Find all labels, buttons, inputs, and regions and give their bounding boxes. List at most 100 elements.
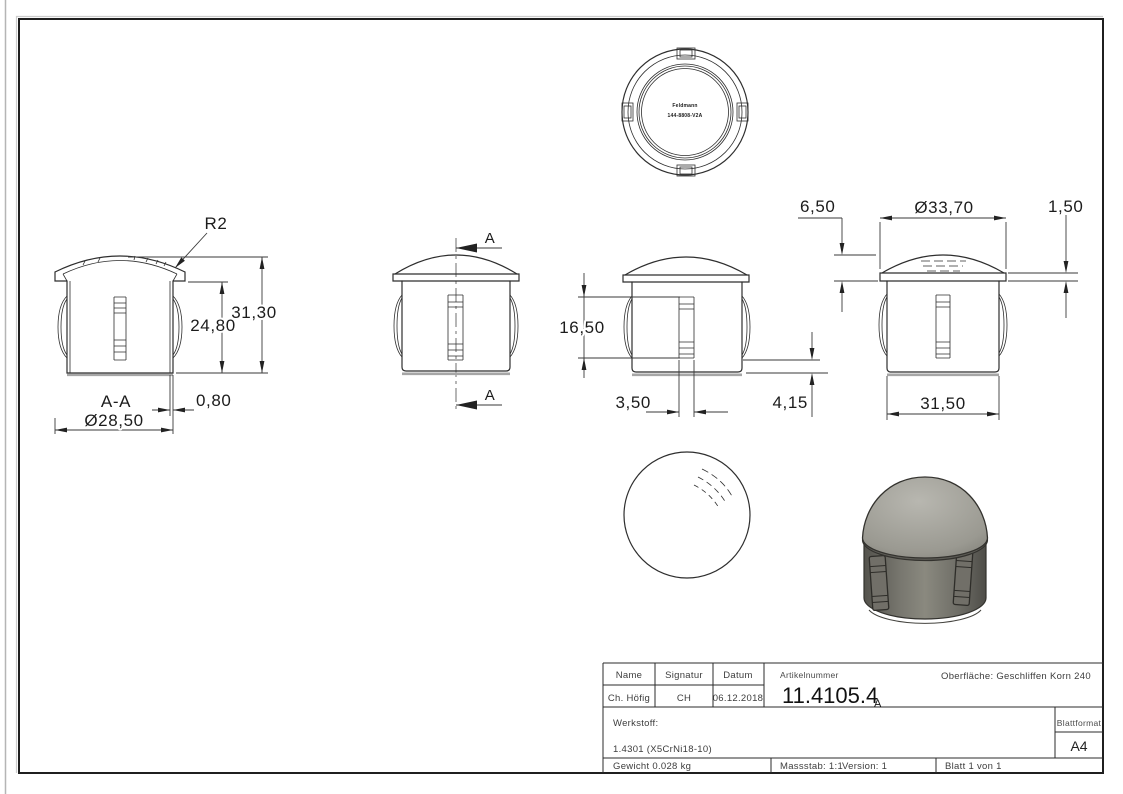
dim-650-lines	[798, 217, 878, 312]
top-view: Feldmann 144-8808-V2A	[621, 47, 749, 177]
section-slot	[113, 296, 127, 361]
dim-label-3130: 31,30	[231, 303, 277, 322]
front-spring-clips	[393, 294, 519, 358]
dim-label-650: 6,50	[800, 197, 836, 216]
dim-350-lines	[646, 360, 728, 417]
value-name: Ch. Höfig	[608, 693, 650, 704]
dim-3150-arrow-right	[987, 411, 999, 417]
rear-view: 6,50 Ø33,70 1,50 31,50	[798, 195, 1085, 420]
dim-label-3370: Ø33,70	[914, 198, 973, 217]
cut-label-bottom: A	[485, 387, 496, 404]
dim-350-arrow-left	[667, 409, 679, 415]
clip-north-inner	[679, 49, 693, 58]
cut-arrow-top-head	[456, 243, 477, 253]
gewicht-text: Gewicht 0.028 kg	[613, 761, 691, 772]
dim-3130-arrow-bottom	[259, 361, 265, 373]
section-dome-inner	[62, 260, 178, 282]
clip-east-inner	[738, 105, 747, 119]
dim-3150-lines	[886, 376, 1000, 420]
clip-south-inner	[679, 166, 693, 175]
section-dome-outer	[54, 255, 186, 282]
header-name: Name	[616, 670, 643, 681]
dim-080-lines	[152, 375, 194, 434]
clip-west-inner	[623, 105, 632, 119]
dim-650-arrow-bottom	[839, 281, 845, 293]
blattformat-label: Blattformat	[1057, 718, 1102, 728]
sheet-frame	[4, 0, 1104, 794]
bottom-view-circle	[623, 451, 751, 579]
dim-label-r2: R2	[205, 214, 228, 233]
section-wall-inner-lines	[69, 281, 171, 373]
dim-150-lines	[1008, 215, 1078, 318]
iso-bottom-lip	[868, 609, 982, 624]
iso-clip-left	[868, 554, 890, 612]
version-text: Version: 1	[842, 761, 887, 772]
dim-2850-lines	[54, 418, 173, 434]
rear-slot	[935, 294, 951, 359]
oberflaeche-text: Oberfläche: Geschliffen Korn 240	[941, 671, 1091, 682]
clip-north	[676, 47, 696, 60]
section-view-aa: R2 24,80 31,30 A-A 0,80 Ø28,50	[54, 212, 278, 434]
side-spring-clips	[623, 295, 751, 359]
dim-label-150: 1,50	[1048, 197, 1084, 216]
rear-spring-clips	[878, 293, 1008, 357]
dim-label-415: 4,15	[773, 393, 809, 412]
side-slot	[678, 296, 695, 359]
artikelnummer-label: Artikelnummer	[780, 670, 839, 680]
rear-dome-vents	[921, 260, 966, 272]
dim-080-arrow-left	[158, 407, 170, 413]
bottom-view-arc-2	[697, 476, 727, 504]
border-frame	[18, 18, 1104, 774]
title-block: Name Signatur Datum Ch. Höfig CH 06.12.2…	[602, 662, 1103, 773]
dim-label-2480: 24,80	[190, 316, 236, 335]
dim-label-2850: Ø28,50	[84, 411, 143, 430]
dim-415-arrow-top	[809, 348, 815, 360]
werkstoff-label: Werkstoff:	[613, 718, 658, 729]
rear-brim	[879, 272, 1007, 282]
dim-2480-lines	[188, 281, 228, 373]
iso-3d-view	[861, 476, 989, 624]
dim-label-1650: 16,50	[559, 318, 605, 337]
side-view: 16,50 3,50 4,15	[557, 256, 828, 417]
top-view-circle-4	[638, 65, 732, 159]
iso-clip-right	[952, 549, 974, 607]
dim-label-080: 0,80	[196, 391, 232, 410]
header-signatur: Signatur	[665, 670, 703, 681]
dim-150-arrow-top	[1063, 261, 1069, 273]
iso-clip-right-bands	[953, 559, 973, 599]
section-dome-ticks	[82, 255, 167, 267]
artikelnummer-value: 11.4105.4	[782, 683, 878, 708]
value-datum: 06.12.2018	[713, 693, 764, 704]
side-dome	[624, 256, 748, 276]
dim-650-arrow-top	[839, 243, 845, 255]
dim-3370-arrow-right	[994, 215, 1006, 221]
frame-shadow	[15, 15, 1103, 773]
dim-3370-lines	[879, 217, 1007, 269]
dim-3130-lines	[128, 256, 268, 374]
front-brim	[392, 273, 520, 282]
cut-label-top: A	[485, 230, 496, 247]
iso-clip-left-bands	[869, 564, 889, 604]
side-brim	[622, 274, 750, 283]
dim-1650-arrow-top	[581, 285, 587, 297]
cut-arrow-bottom-head	[456, 400, 477, 410]
bottom-view	[623, 451, 751, 579]
artikelnummer-revision: A	[874, 698, 882, 710]
dim-2480-arrow-top	[219, 282, 225, 294]
blatt-text: Blatt 1 von 1	[945, 761, 1002, 772]
dim-350-arrow-right	[694, 409, 706, 415]
section-label-aa: A-A	[101, 392, 131, 411]
top-view-circle-5	[641, 68, 729, 156]
header-datum: Datum	[723, 670, 752, 681]
front-slot	[447, 294, 464, 361]
dim-3150-arrow-left	[887, 411, 899, 417]
top-view-clips	[621, 47, 749, 177]
dim-080-arrow-right	[173, 407, 185, 413]
top-view-stamp-line2: 144-8808-V2A	[668, 113, 703, 119]
dim-label-350: 3,50	[616, 393, 652, 412]
dim-3370-arrow-left	[880, 215, 892, 221]
rear-body	[886, 280, 1000, 373]
dim-2850-arrow-left	[55, 427, 67, 433]
